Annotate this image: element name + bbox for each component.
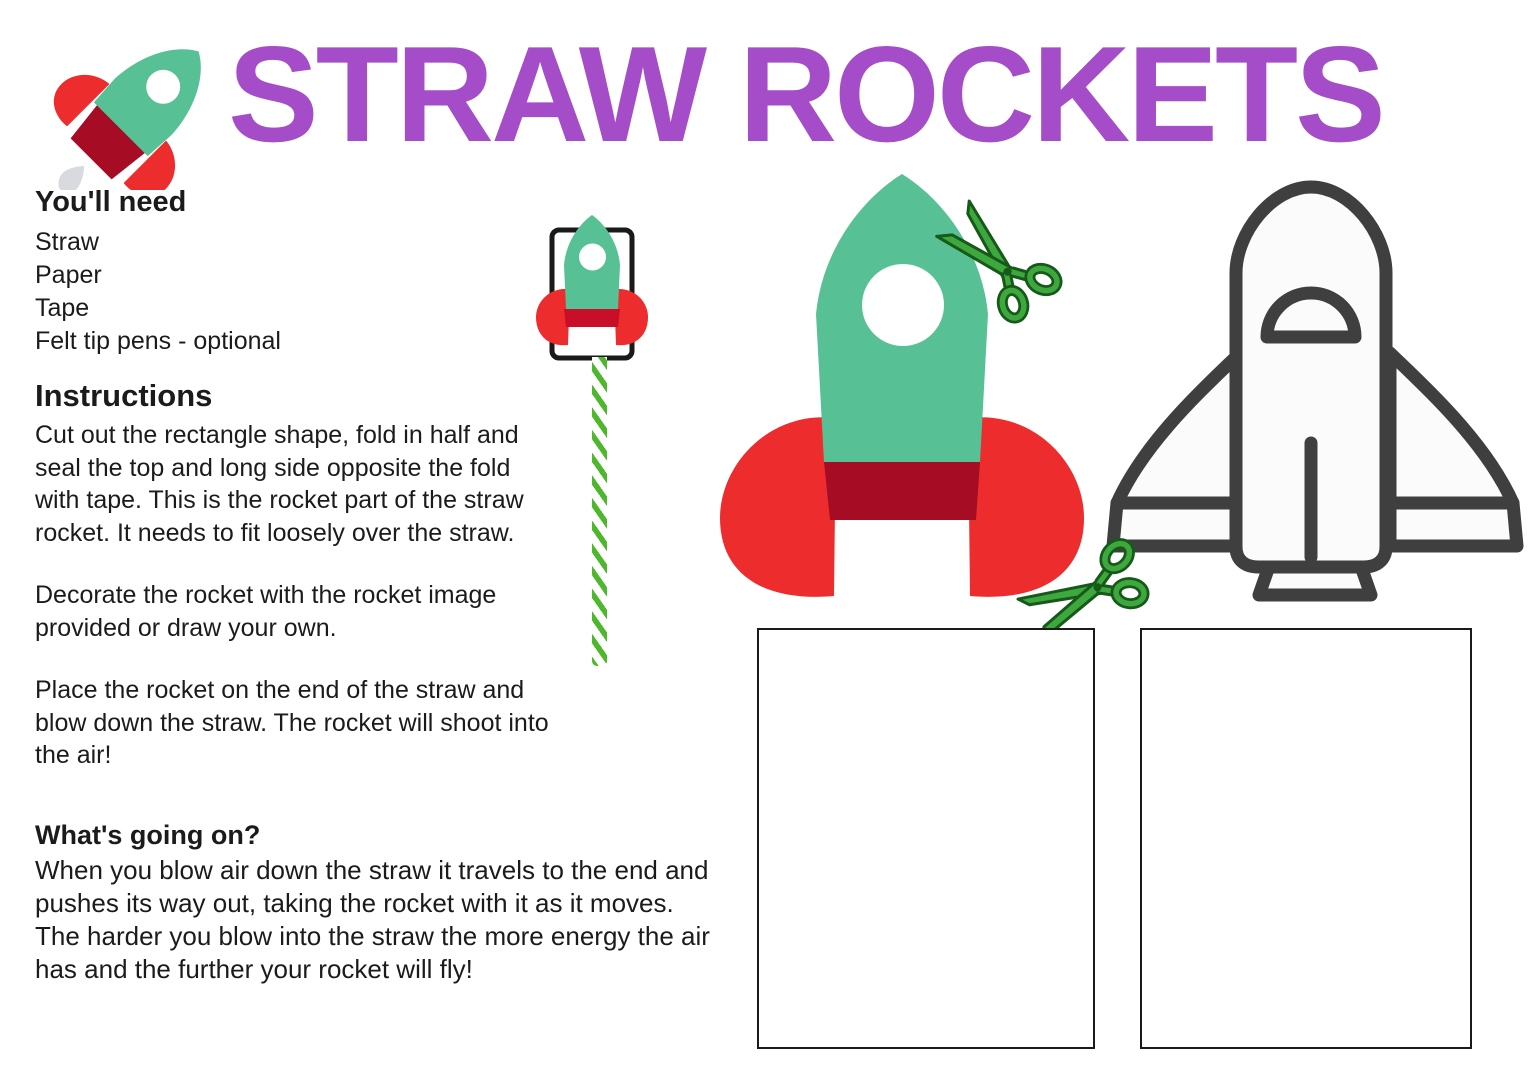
rocket-logo-icon [53,49,201,190]
whats-going-on-heading: What's going on? [35,820,261,850]
mini-right-fin [614,288,648,346]
mini-window [579,243,606,271]
page-title: STRAW ROCKETS [228,18,1386,170]
scissors-pivot [1093,583,1102,592]
logo-window [146,69,181,104]
material-item: Straw [35,228,99,256]
instructions-paragraph: Decorate the rocket with the rocket imag… [35,581,497,642]
logo-band [70,103,147,180]
materials-heading: You'll need [35,186,187,218]
rocket-window [862,264,944,346]
logo-flame [58,165,85,190]
scissors-icon [1016,538,1150,644]
materials-section: You'll need Straw Paper Tape Felt tip pe… [35,186,565,358]
cutout-rectangle-right [1140,628,1472,1049]
shuttle-left-wing [1110,346,1247,510]
scissors-handle [1113,579,1147,607]
rocket-on-tube-illustration [536,215,648,361]
shuttle-body [1229,180,1393,574]
logo-right-fin [123,140,176,190]
space-shuttle-outline [1106,180,1524,602]
instructions-heading: Instructions [35,378,213,413]
instructions-paragraph: Place the rocket on the end of the straw… [35,676,549,769]
shuttle-window [1260,286,1362,344]
shuttle-right-wing-band [1383,496,1524,553]
mini-band [564,309,620,327]
instructions-paragraph: Cut out the rectangle shape, fold in hal… [35,421,524,547]
material-item: Paper [35,261,102,289]
scissors-handle [999,287,1027,321]
material-item: Tape [35,294,90,322]
whats-going-on-paragraph: When you blow air down the straw it trav… [35,855,710,984]
scissors-handle [1027,265,1060,294]
shuttle-right-wing [1383,346,1520,510]
whats-going-on-section: What's going on? When you blow air down … [35,820,725,986]
scissors-icon [935,199,1063,324]
scissors-handle [1102,540,1133,572]
cutout-rectangle-left [757,628,1095,1049]
rocket-left-fin [720,417,836,597]
instructions-section: Instructions Cut out the rectangle shape… [35,378,559,802]
rocket-right-fin [968,417,1084,597]
straw-illustration [592,357,607,666]
material-item: Felt tip pens - optional [35,327,281,355]
rocket-band [824,462,980,520]
mini-left-fin [536,288,570,346]
scissors-pivot [1003,267,1012,276]
logo-left-fin [53,74,110,127]
rocket-cutout-illustration [720,174,1084,597]
